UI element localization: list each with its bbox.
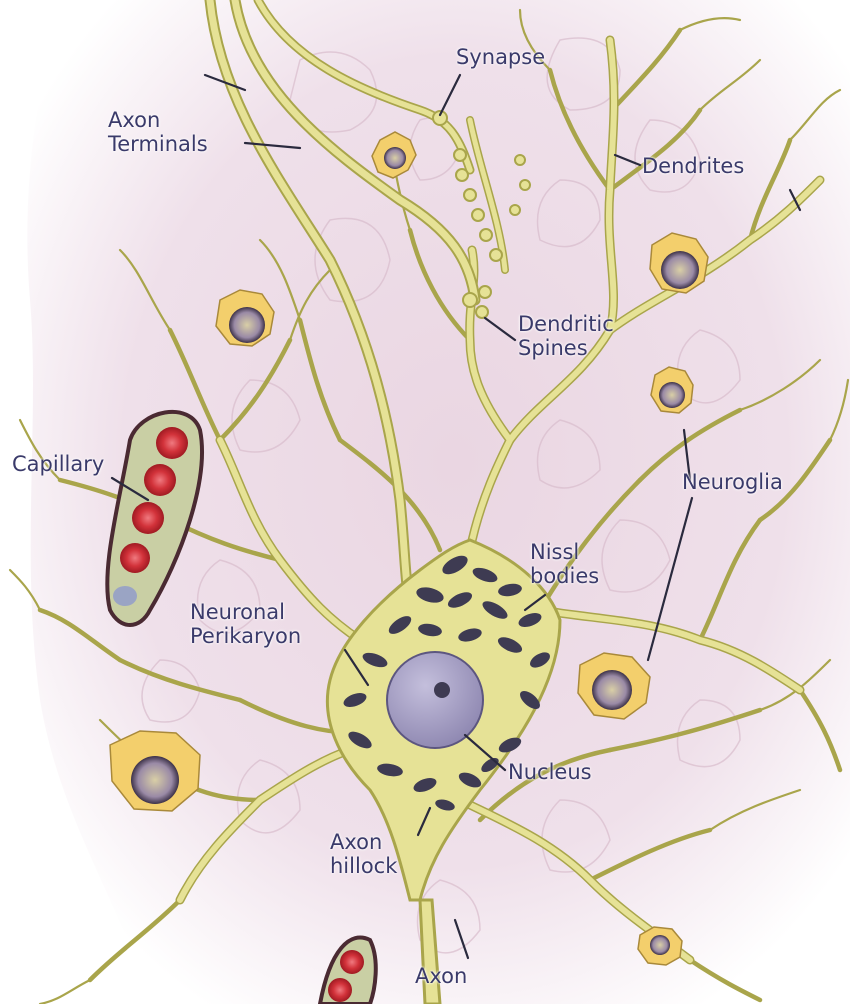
label-dendrites: Dendrites: [642, 154, 744, 178]
label-axon-terminals: Axon Terminals: [108, 108, 208, 156]
label-nucleus: Nucleus: [508, 760, 592, 784]
nucleus-shape: [387, 652, 483, 748]
label-dendritic-spines: Dendritic Spines: [518, 312, 614, 360]
label-neuronal-perikaryon: Neuronal Perikaryon: [190, 600, 301, 648]
label-nissl-bodies: Nissl bodies: [530, 540, 599, 588]
label-neuroglia: Neuroglia: [682, 470, 783, 494]
label-capillary: Capillary: [12, 452, 104, 476]
label-axon: Axon: [415, 964, 467, 988]
label-synapse: Synapse: [456, 45, 545, 69]
label-axon-hillock: Axon hillock: [330, 830, 397, 878]
